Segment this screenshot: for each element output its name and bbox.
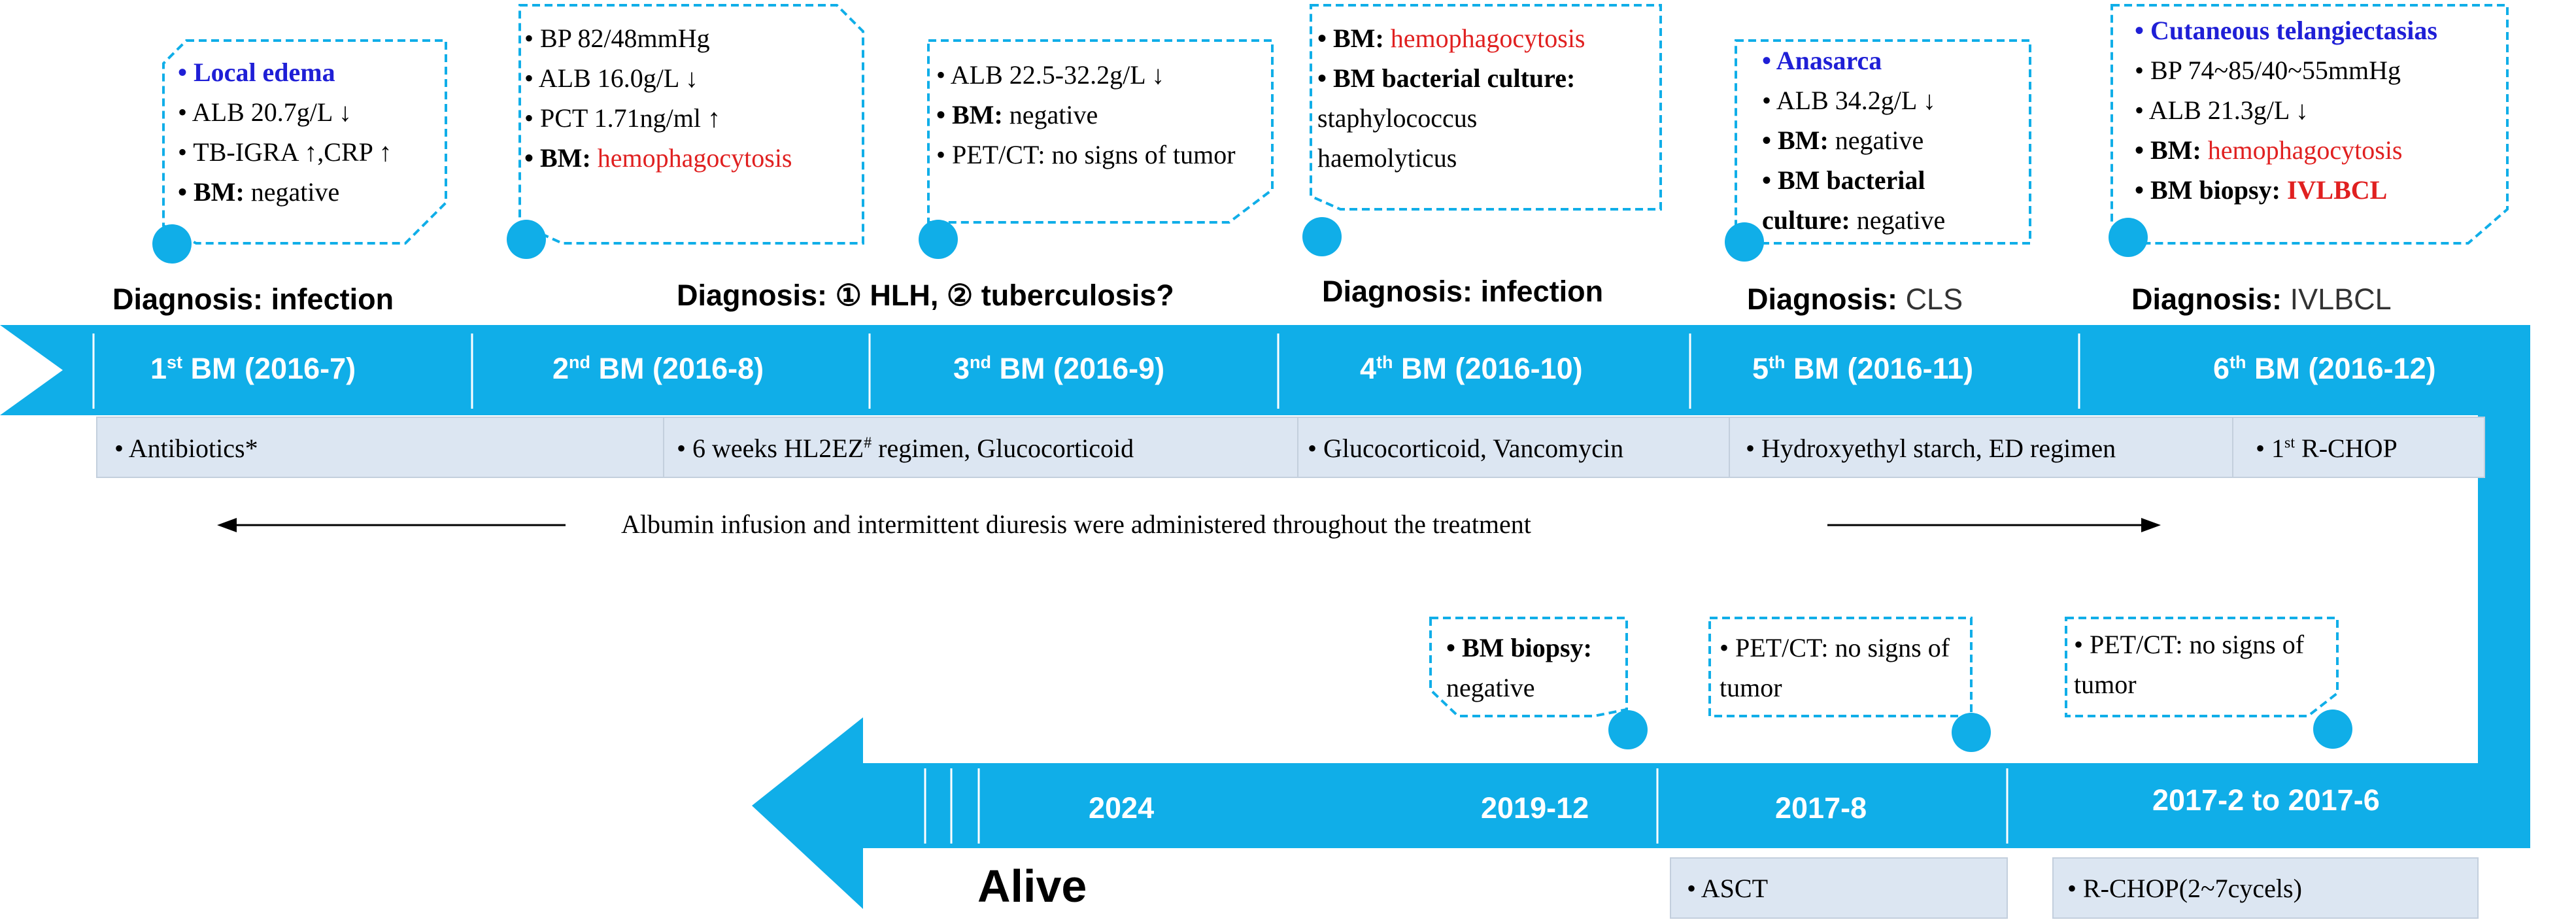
bm-culture-value: staphylococcus haemolyticus xyxy=(1317,103,1478,173)
albumin-arrows xyxy=(217,518,2161,532)
bm-culture-label: • BM bacterial culture: xyxy=(1317,63,1576,93)
bm-value: negative xyxy=(250,177,340,207)
bm-label: • BM: xyxy=(1762,126,1829,155)
diagnosis-label: Diagnosis: xyxy=(1747,282,1898,316)
bm-label: • BM: xyxy=(178,177,245,207)
timeline-bm-2: 2nd BM (2016-8) xyxy=(552,352,764,385)
diagnosis-label: Diagnosis: xyxy=(112,282,263,316)
bm-value: negative xyxy=(1009,100,1098,129)
treatment-antibiotics: • Antibiotics* xyxy=(114,434,258,463)
callout-fourth-bm: • BM: hemophagocytosis • BM bacterial cu… xyxy=(1317,18,1657,178)
top-timeline-arrow xyxy=(0,325,2530,415)
treatment-asct: • ASCT xyxy=(1687,874,1769,903)
callout-2019-biopsy: • BM biopsy: negative xyxy=(1446,628,1629,708)
bm-culture-label: • BM bacterial culture: xyxy=(1762,165,1925,235)
timeline-2024: 2024 xyxy=(1089,791,1155,825)
bottom-band-separators xyxy=(924,768,2008,844)
timeline-2017-2-to-6: 2017-2 to 2017-6 xyxy=(2152,783,2380,817)
treatment-boxes-bottom xyxy=(1670,857,2479,919)
albumin-note: Albumin infusion and intermittent diures… xyxy=(621,509,1531,539)
diagnosis-label: Diagnosis: xyxy=(677,279,828,312)
outcome-alive: Alive xyxy=(977,861,1087,912)
callout-2017-2-petct: • PET/CT: no signs of tumor xyxy=(2074,625,2335,704)
finding-anasarca: • Anasarca xyxy=(1762,46,1882,75)
timeline-bm-3: 3nd BM (2016-9) xyxy=(953,352,1165,385)
timeline-bm-1: 1st BM (2016-7) xyxy=(150,352,356,385)
finding-alb: • ALB 21.3g/L ↓ xyxy=(2135,95,2309,125)
diagnosis-value: CLS xyxy=(1905,282,1963,316)
finding-bp: • BP 74~85/40~55mmHg xyxy=(2135,56,2401,85)
finding-petct: • PET/CT: no signs of tumor xyxy=(1720,633,1950,702)
treatment-boxes-top xyxy=(96,417,2485,478)
bm-biopsy-value: negative xyxy=(1446,673,1535,702)
bm-label: • BM: xyxy=(524,143,591,173)
finding-alb: • ALB 34.2g/L ↓ xyxy=(1762,86,1936,115)
callout-second-bm: • BP 82/48mmHg • ALB 16.0g/L ↓ • PCT 1.7… xyxy=(524,18,864,178)
top-band-separators xyxy=(92,334,2080,409)
bm-biopsy-label: • BM biopsy: xyxy=(2135,175,2280,205)
bm-value: hemophagocytosis xyxy=(2207,135,2403,165)
timeline-bm-4: 4th BM (2016-10) xyxy=(1360,352,1583,385)
bm-biopsy-value: IVLBCL xyxy=(2286,175,2388,205)
bm-label: • BM: xyxy=(1317,24,1384,53)
callout-dots xyxy=(152,217,2352,752)
diagnosis-value: infection xyxy=(1480,275,1604,308)
treatment-hl2ez: • 6 weeks HL2EZ# regimen, Glucocorticoid xyxy=(677,434,1134,463)
diagnosis-2: Diagnosis: ① HLH, ② tuberculosis? xyxy=(677,278,1174,313)
diagnosis-3: Diagnosis: infection xyxy=(1322,275,1603,309)
diagnosis-value: infection xyxy=(271,282,394,316)
timeline-2019-12: 2019-12 xyxy=(1481,791,1589,825)
treatment-hydroxyethyl: • Hydroxyethyl starch, ED regimen xyxy=(1746,434,2116,463)
treatment-r-chop-cycles: • R-CHOP(2~7cycels) xyxy=(2067,874,2302,903)
treatment-vancomycin: • Glucocorticoid, Vancomycin xyxy=(1308,434,1624,463)
diagnosis-label: Diagnosis: xyxy=(1322,275,1473,308)
finding-tb-igra: • TB-IGRA ↑,CRP ↑ xyxy=(178,137,392,167)
timeline-bm-6: 6th BM (2016-12) xyxy=(2213,352,2436,385)
diagnosis-label: Diagnosis: xyxy=(2131,282,2282,316)
bm-label: • BM: xyxy=(2135,135,2201,165)
bm-biopsy-label: • BM biopsy: xyxy=(1446,633,1592,662)
diagnosis-4: Diagnosis: CLS xyxy=(1747,282,1963,317)
finding-petct: • PET/CT: no signs of tumor xyxy=(2074,630,2305,699)
timeline-connector xyxy=(2478,325,2530,848)
timeline-2017-8: 2017-8 xyxy=(1775,791,1867,825)
bm-value: hemophagocytosis xyxy=(597,143,792,173)
bm-value: hemophagocytosis xyxy=(1390,24,1585,53)
diagnosis-1: Diagnosis: infection xyxy=(112,282,394,317)
callout-2017-8-petct: • PET/CT: no signs of tumor xyxy=(1720,628,1974,708)
finding-telangiectasias: • Cutaneous telangiectasias xyxy=(2135,16,2437,45)
finding-petct: • PET/CT: no signs of tumor xyxy=(936,140,1236,169)
callout-sixth-bm: • Cutaneous telangiectasias • BP 74~85/4… xyxy=(2135,10,2514,210)
bm-culture-value: negative xyxy=(1856,205,1946,235)
diagnosis-value: IVLBCL xyxy=(2290,282,2392,316)
finding-alb: • ALB 16.0g/L ↓ xyxy=(524,63,698,93)
callout-fifth-bm: • Anasarca • ALB 34.2g/L ↓ • BM: negativ… xyxy=(1762,41,2024,240)
diagnosis-5: Diagnosis: IVLBCL xyxy=(2131,282,2392,317)
finding-pct: • PCT 1.71ng/ml ↑ xyxy=(524,103,720,133)
callout-frames xyxy=(162,4,2509,717)
finding-alb: • ALB 22.5-32.2g/L ↓ xyxy=(936,60,1165,90)
bm-label: • BM: xyxy=(936,100,1003,129)
timeline-bm-5: 5th BM (2016-11) xyxy=(1752,352,1974,385)
diagnosis-value: ① HLH, ② tuberculosis? xyxy=(835,279,1174,312)
bm-value: negative xyxy=(1835,126,1924,155)
finding-local-edema: • Local edema xyxy=(178,58,335,87)
finding-alb: • ALB 20.7g/L ↓ xyxy=(178,97,352,127)
callout-third-bm: • ALB 22.5-32.2g/L ↓ • BM: negative • PE… xyxy=(936,55,1266,175)
callout-first-bm: • Local edema • ALB 20.7g/L ↓ • TB-IGRA … xyxy=(178,52,452,212)
treatment-r-chop-1: • 1st R-CHOP xyxy=(2256,434,2398,463)
finding-bp: • BP 82/48mmHg xyxy=(524,24,710,53)
bottom-timeline-arrow xyxy=(752,717,2530,909)
